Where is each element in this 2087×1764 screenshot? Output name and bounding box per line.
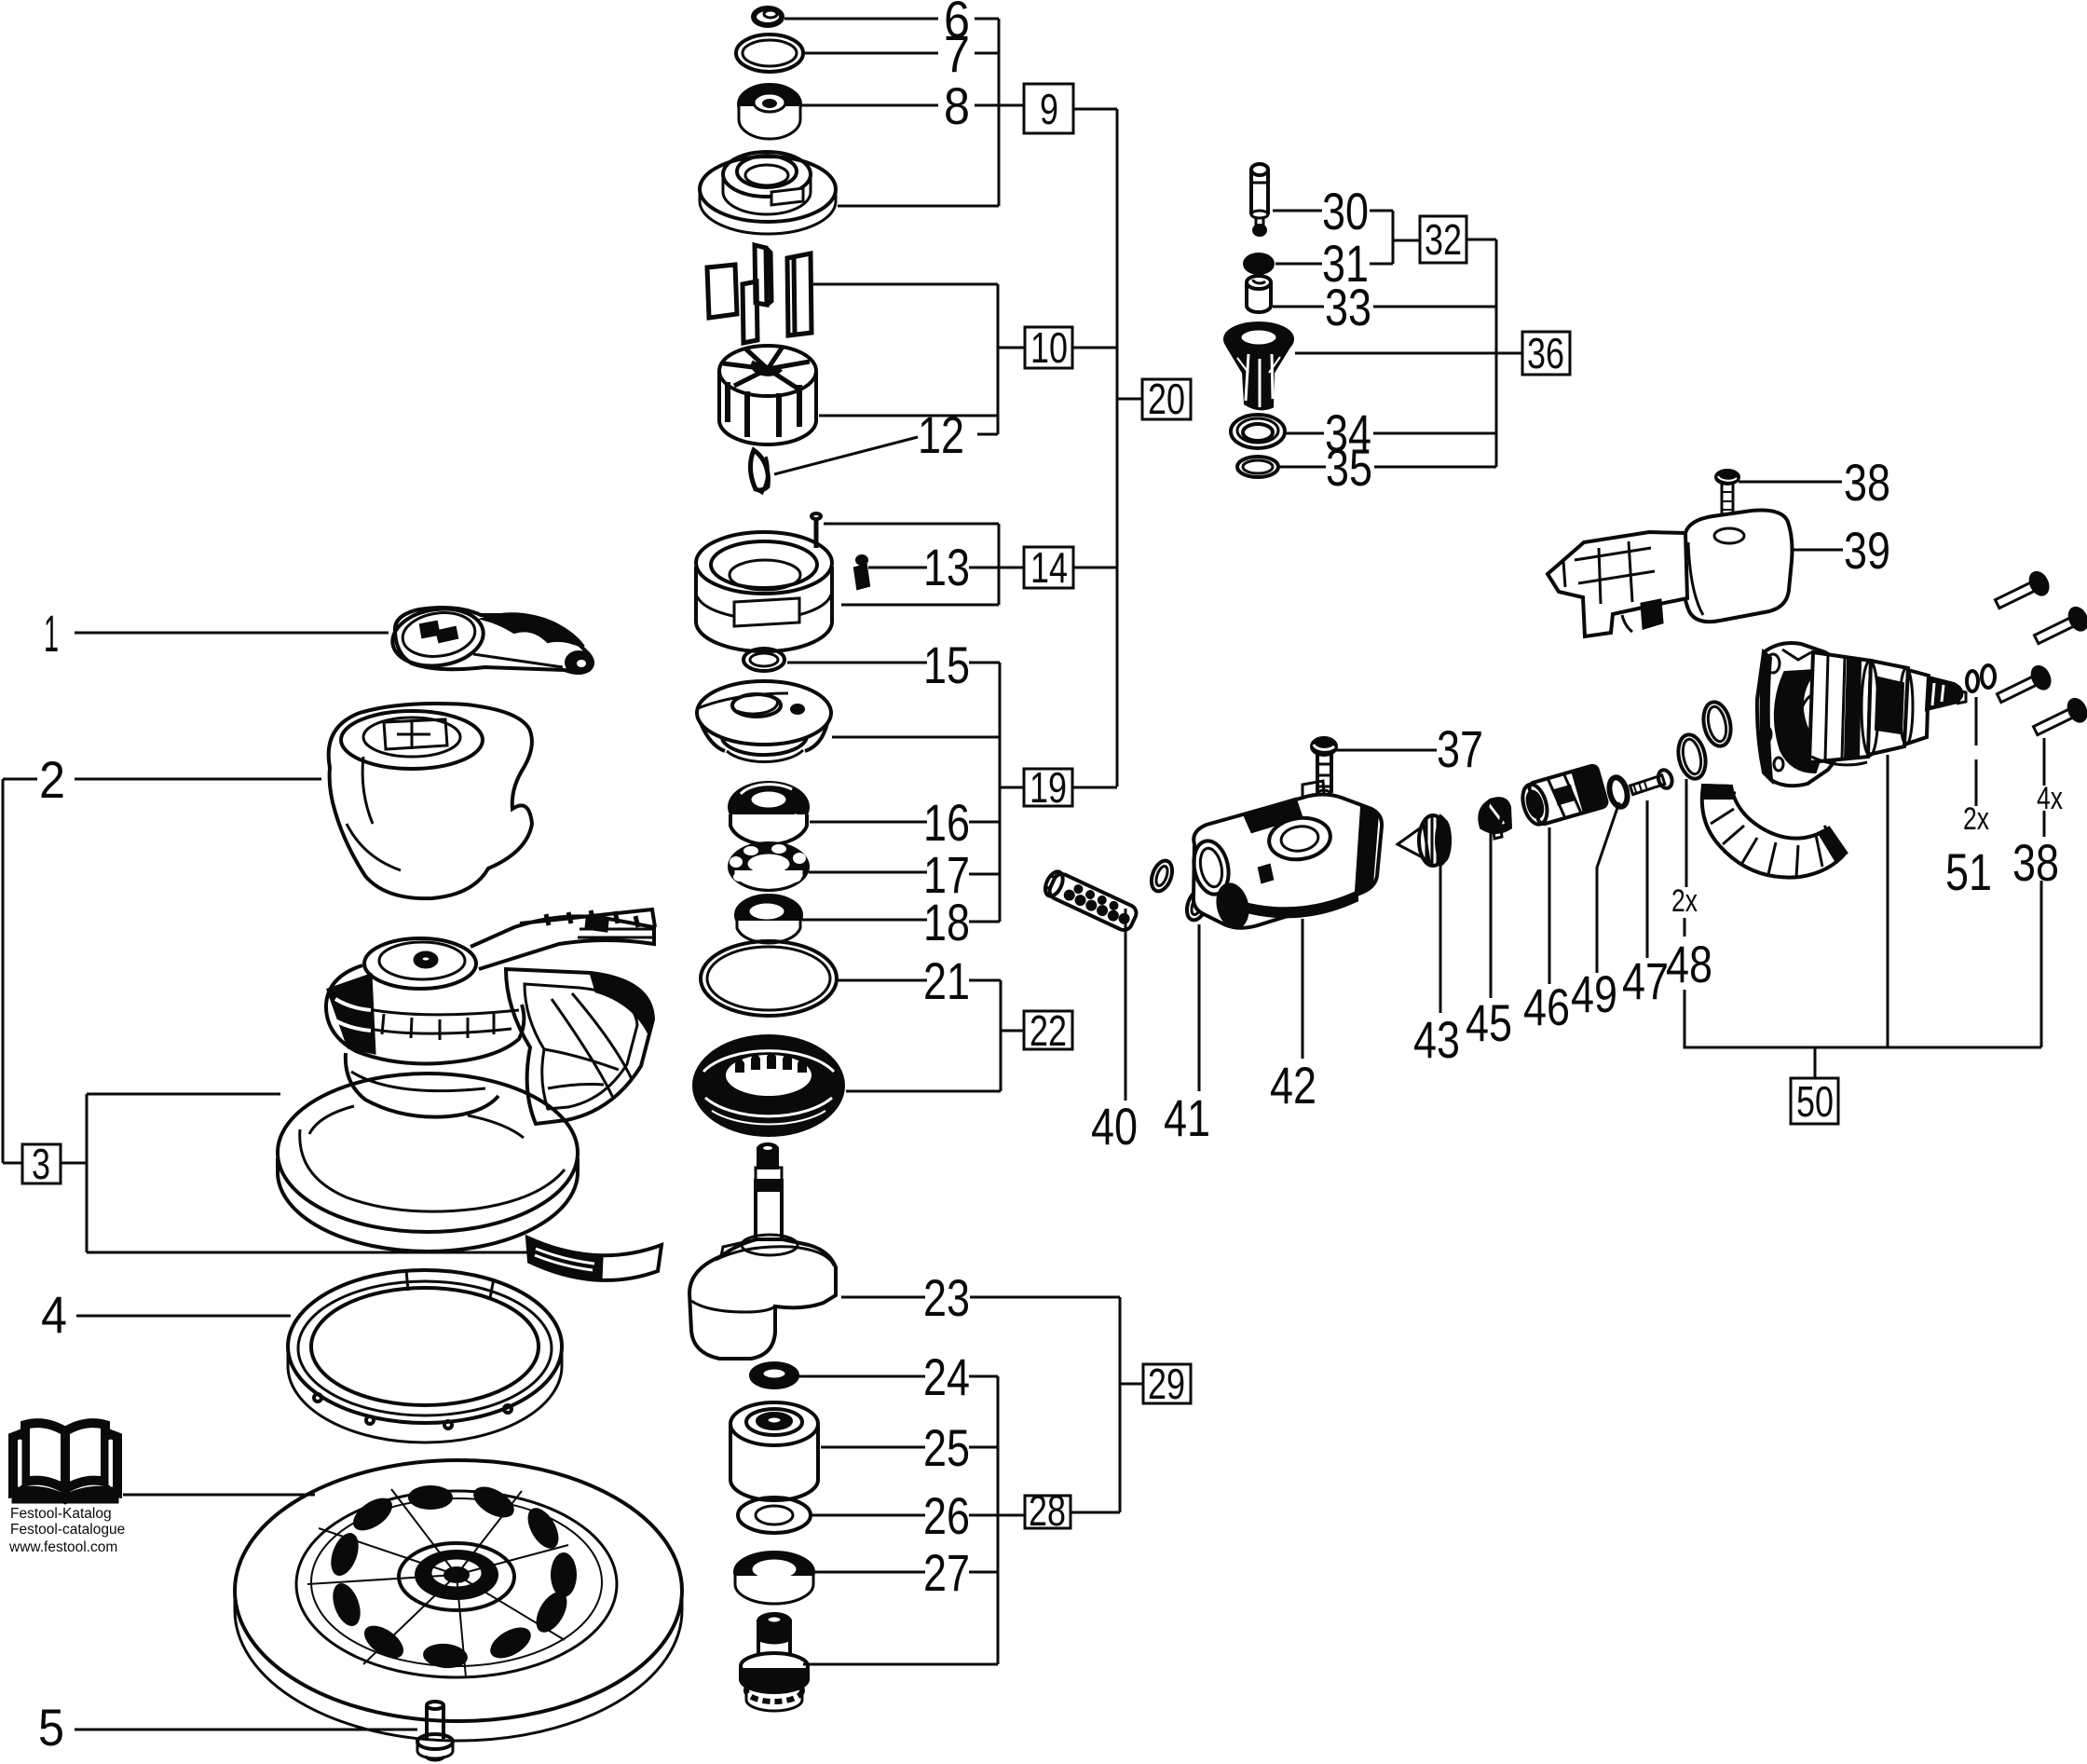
svg-text:2x: 2x (1671, 883, 1698, 919)
svg-text:20: 20 (1148, 375, 1185, 423)
svg-text:17: 17 (923, 845, 970, 904)
svg-text:1: 1 (44, 604, 59, 663)
svg-text:39: 39 (1844, 521, 1890, 580)
svg-text:5: 5 (38, 1698, 64, 1757)
svg-text:Festool-Katalog: Festool-Katalog (10, 1506, 112, 1522)
svg-text:50: 50 (1796, 1077, 1834, 1126)
svg-text:42: 42 (1270, 1056, 1316, 1114)
svg-text:6: 6 (944, 0, 970, 48)
svg-text:2x: 2x (1963, 801, 1989, 837)
svg-text:9: 9 (1040, 85, 1058, 133)
svg-text:40: 40 (1091, 1097, 1138, 1155)
svg-text:46: 46 (1523, 978, 1570, 1036)
svg-text:29: 29 (1148, 1360, 1185, 1408)
svg-text:24: 24 (923, 1347, 970, 1406)
svg-text:48: 48 (1666, 935, 1712, 993)
svg-text:36: 36 (1527, 329, 1564, 377)
svg-text:7: 7 (944, 24, 970, 83)
svg-text:13: 13 (923, 538, 970, 596)
svg-text:35: 35 (1326, 438, 1372, 497)
svg-text:18: 18 (923, 893, 970, 951)
svg-text:43: 43 (1413, 1010, 1460, 1069)
svg-text:45: 45 (1466, 993, 1512, 1052)
svg-text:49: 49 (1571, 964, 1617, 1023)
svg-text:16: 16 (923, 793, 970, 852)
svg-text:30: 30 (1322, 182, 1369, 240)
svg-text:27: 27 (923, 1543, 970, 1602)
svg-text:21: 21 (923, 951, 970, 1010)
svg-text:38: 38 (1844, 453, 1890, 512)
svg-text:51: 51 (1945, 842, 1992, 901)
svg-text:33: 33 (1325, 278, 1371, 336)
svg-text:15: 15 (923, 636, 970, 694)
svg-text:4x: 4x (2037, 781, 2063, 816)
svg-text:41: 41 (1164, 1088, 1210, 1147)
svg-text:23: 23 (923, 1268, 970, 1327)
svg-text:14: 14 (1030, 543, 1068, 592)
svg-text:25: 25 (923, 1418, 970, 1477)
svg-text:31: 31 (1322, 234, 1369, 293)
svg-text:www.festool.com: www.festool.com (8, 1539, 117, 1555)
svg-text:Festool-catalogue: Festool-catalogue (10, 1522, 125, 1538)
svg-text:22: 22 (1030, 1006, 1067, 1055)
svg-text:32: 32 (1425, 215, 1462, 264)
svg-text:47: 47 (1622, 951, 1669, 1010)
svg-text:37: 37 (1437, 719, 1483, 778)
svg-text:10: 10 (1030, 323, 1068, 372)
svg-text:34: 34 (1325, 403, 1371, 462)
svg-text:38: 38 (2012, 833, 2059, 892)
svg-text:19: 19 (1030, 763, 1067, 812)
svg-text:4: 4 (41, 1285, 67, 1344)
svg-text:12: 12 (918, 405, 964, 464)
svg-text:26: 26 (923, 1486, 970, 1545)
svg-text:28: 28 (1029, 1486, 1066, 1535)
svg-text:3: 3 (32, 1140, 50, 1188)
svg-text:8: 8 (944, 76, 970, 135)
svg-text:2: 2 (39, 750, 65, 809)
